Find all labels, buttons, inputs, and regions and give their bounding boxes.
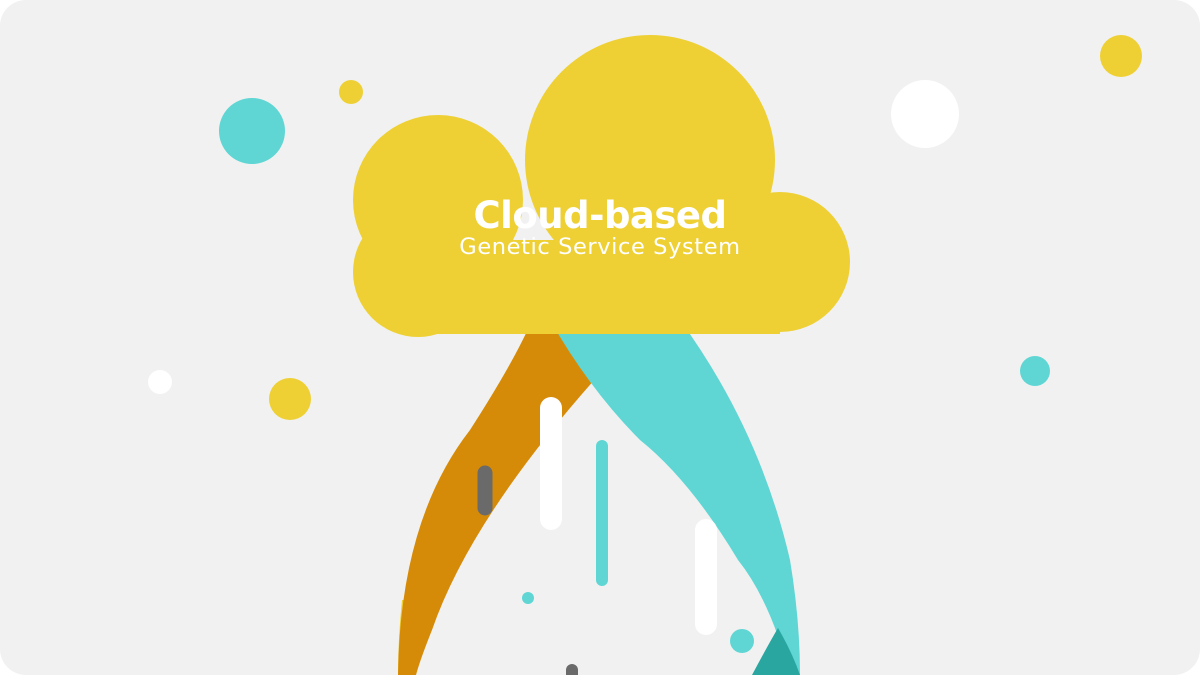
teal-dot-bottom xyxy=(730,629,754,653)
cloud-subtitle: Genetic Service System xyxy=(459,234,740,260)
teal-dot-small xyxy=(522,592,534,604)
teal-dot-right xyxy=(1020,356,1050,386)
yellow-dot-left xyxy=(269,378,311,420)
cloud-title: Cloud-based xyxy=(474,194,727,237)
yellow-dot-small-top xyxy=(339,80,363,104)
teal-ribbon xyxy=(550,320,800,675)
base-pairs xyxy=(477,397,754,675)
yellow-dot-corner xyxy=(1100,35,1142,77)
white-dot-left xyxy=(148,370,172,394)
cloud-shape xyxy=(353,35,850,337)
dark-teal-ribbon-corner xyxy=(752,628,800,675)
teal-dot-left xyxy=(219,98,285,164)
white-dot-right xyxy=(891,80,959,148)
